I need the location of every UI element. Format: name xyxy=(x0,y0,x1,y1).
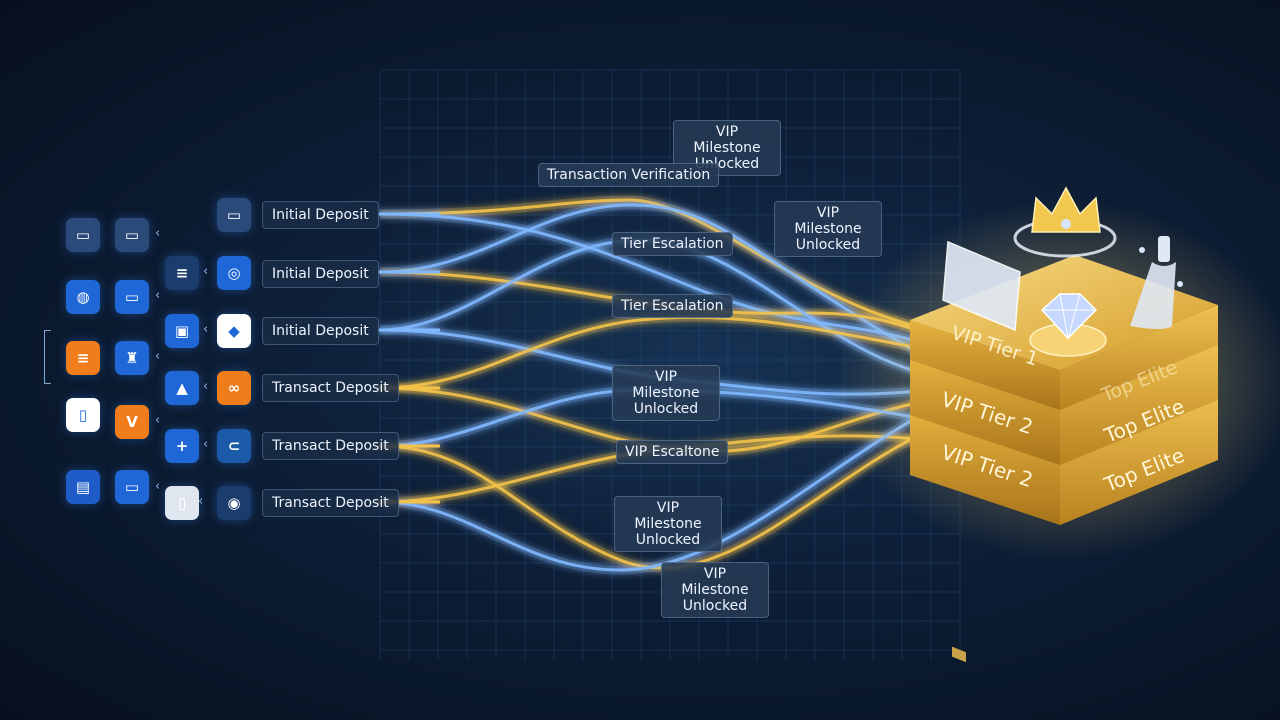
card-scan-icon: ◉ xyxy=(217,486,251,520)
card-reader-icon: ▤ xyxy=(66,470,100,504)
chevron-icon: ‹ xyxy=(203,264,209,279)
wallet-icon: ▭ xyxy=(115,218,149,252)
champagne-bottle-icon xyxy=(1130,236,1183,329)
chevron-icon: ‹ xyxy=(203,322,209,337)
chevron-icon: ‹ xyxy=(203,437,209,452)
tag-tier-escalation-1: Tier Escalation xyxy=(612,232,733,256)
flow-line xyxy=(379,312,931,393)
chevron-icon: ‹ xyxy=(155,349,161,364)
payment-app-icon: ◍ xyxy=(66,280,100,314)
alert-icon: ▲ xyxy=(165,371,199,405)
vp-icon: V xyxy=(115,405,149,439)
vip-tier-stack: VIP Tier 1 Top Elite VIP Tier 2 Top Elit… xyxy=(835,186,1280,663)
tag-vip-milestone-4: VIP Milestone Unlocked xyxy=(614,496,722,552)
diamond-card-icon: ◆ xyxy=(217,314,251,348)
source-label-6: Transact Deposit xyxy=(262,489,399,517)
stack-layer-2 xyxy=(910,340,1218,465)
diamond-icon xyxy=(1029,293,1107,357)
link-icon: ⊂ xyxy=(217,429,251,463)
bottle-app-icon: ♜ xyxy=(115,341,149,375)
chevron-icon: ‹ xyxy=(155,226,161,241)
source-label-3: Initial Deposit xyxy=(262,317,379,345)
flow-line xyxy=(379,200,933,364)
chain-icon: ∞ xyxy=(217,371,251,405)
flow-line xyxy=(379,425,932,573)
wallet-icon: ▭ xyxy=(66,218,100,252)
crown-icon xyxy=(1013,186,1117,258)
wallet-icon: ▭ xyxy=(217,198,251,232)
tag-vip-milestone-2: VIP Milestone Unlocked xyxy=(774,201,882,257)
source-label-4: Transact Deposit xyxy=(262,374,399,402)
tag-vip-escaltone: VIP Escaltone xyxy=(616,440,729,464)
chevron-icon: ‹ xyxy=(155,479,161,494)
credit-card-icon xyxy=(942,240,1021,663)
save-card-icon: ▣ xyxy=(165,314,199,348)
chevron-icon: ‹ xyxy=(203,379,209,394)
chevron-icon: ‹ xyxy=(155,288,161,303)
crypto-icon: ◎ xyxy=(217,256,251,290)
flag-icon: ≡ xyxy=(66,341,100,375)
chevron-icon: ‹ xyxy=(198,494,204,509)
chevron-icon: ‹ xyxy=(155,413,161,428)
tag-tier-escalation-2: Tier Escalation xyxy=(612,294,733,318)
tag-vip-milestone-5: VIP Milestone Unlocked xyxy=(661,562,769,618)
source-label-1: Initial Deposit xyxy=(262,201,379,229)
tag-vip-milestone-3: VIP Milestone Unlocked xyxy=(612,365,720,421)
group-bracket xyxy=(44,330,51,384)
bank-card-icon: ▭ xyxy=(115,280,149,314)
source-label-2: Initial Deposit xyxy=(262,260,379,288)
plus-icon: + xyxy=(165,429,199,463)
card-swipe-icon: ▭ xyxy=(115,470,149,504)
stack-layer-3 xyxy=(910,390,1218,525)
card-icon: ▯ xyxy=(165,486,199,520)
source-label-5: Transact Deposit xyxy=(262,432,399,460)
flow-line xyxy=(379,406,933,575)
flag-icon: ≡ xyxy=(165,256,199,290)
phone-wallet-icon: ▯ xyxy=(66,398,100,432)
tag-transaction-verification: Transaction Verification xyxy=(538,163,720,187)
